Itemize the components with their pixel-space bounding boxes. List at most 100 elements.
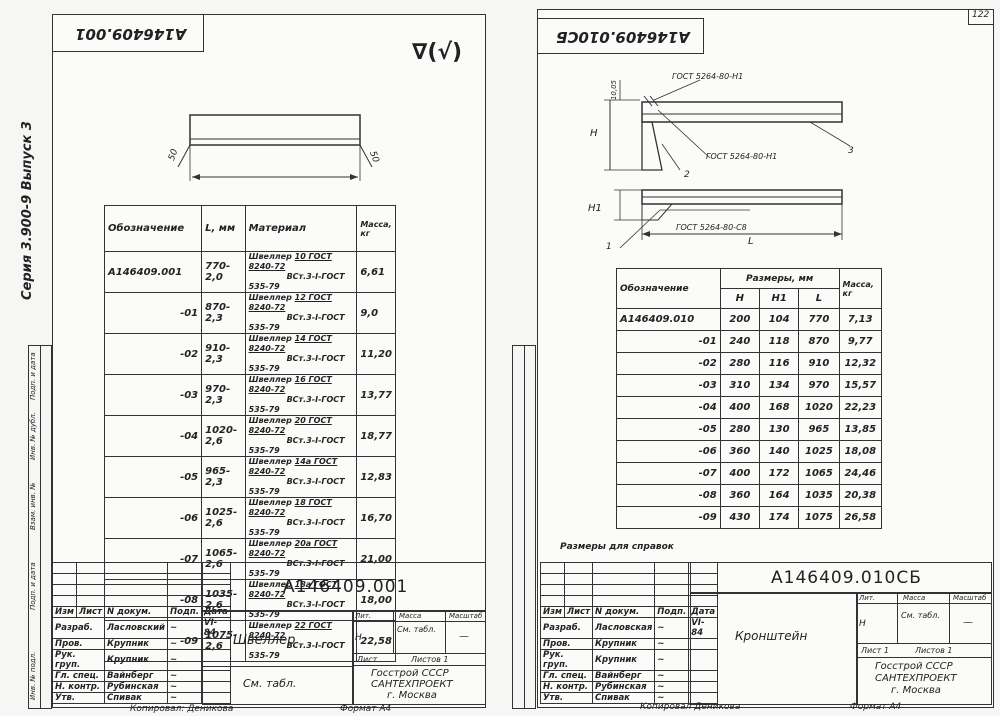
pos-label-1: 1 [606,242,612,252]
row-h: 430 [719,506,761,529]
row-l: 965 [798,418,840,441]
left-tb-org-3: г. Москва [387,690,437,701]
signature: ~ [654,670,690,682]
row-code: -04 [103,415,203,457]
right-tb-scale-label: Масштаб [953,594,987,602]
material-bottom: ВСт.3-I-ГОСТ 535-79 [248,559,345,578]
left-titleblock: Изм Лист N докум. Подп. Дата Разраб.Ласл… [51,562,486,706]
person-name: Рубинская [591,681,656,693]
material-top: 14а ГОСТ 8240-72 [248,457,338,476]
left-tb-sheets: Листов 1 [411,655,449,664]
reference-note: Размеры для справок [560,542,674,552]
signature: ~ [167,638,202,650]
row-code: -03 [103,374,203,416]
col-header-material: Материал [244,205,358,252]
row-mass: 21,00 [356,538,396,580]
right-tb-name: Кронштейн [735,629,808,643]
row-l: 1075 [798,506,840,529]
row-mass: 12,83 [356,456,396,498]
right-tb-org-1: Госстрой СССР [875,661,953,672]
row-code: А146409.001 [103,251,203,293]
row-code: -02 [103,333,203,375]
col-header-sizes: Размеры, мм [719,268,840,289]
material-name: Швеллер [248,498,292,507]
material-top: 18 ГОСТ 8240-72 [248,498,332,517]
row-mass: 12,32 [838,352,883,375]
row-mass: 18,00 [356,579,396,621]
signature: ~ [654,681,690,693]
material-name: Швеллер [248,293,292,302]
row-mass: 18,77 [356,415,396,457]
row-l: 870 [798,330,840,353]
material-name: Швеллер [248,580,292,589]
right-tb-org-2: САНТЕХПРОЕКТ [875,673,957,684]
person-name: Спивак [591,692,656,704]
left-side-stamp-label-1: Инв. № подл. [29,651,37,700]
signature-row: Рук. груп.Крупник~ [540,649,719,671]
row-h: 200 [719,308,761,331]
signature-row: Н. контр.Рубинская~ [52,681,231,693]
row-l: 1065 [798,462,840,485]
material-name: Швеллер [248,375,292,384]
row-length: 970-2,3 [201,374,246,416]
right-tb-lit-value: Н [859,619,866,629]
material-bottom: ВСт.3-I-ГОСТ 535-79 [248,272,345,291]
row-h: 400 [719,396,761,419]
col-header-mass: Масса, кг [838,268,883,309]
role: Н. контр. [540,681,593,693]
material-bottom: ВСт.3-I-ГОСТ 535-79 [248,436,345,455]
signature-row: Пров.Крупник~ [540,638,719,650]
row-code: -01 [103,292,203,334]
row-h1: 104 [758,308,800,331]
person-name: Крупник [591,649,656,671]
col-header-l: L [798,288,840,309]
col-header-h: Н [719,288,761,309]
col-header-code: Обозначение [103,205,203,252]
row-length: 910-2,3 [201,333,246,375]
row-h: 240 [719,330,761,353]
material-bottom: ВСт.3-I-ГОСТ 535-79 [248,477,345,496]
left-tb-scale-label: Масштаб [449,612,483,620]
material-top: 18а ГОСТ 8240-72 [248,580,338,599]
row-mass: 16,70 [356,497,396,539]
row-length: 1025-2,6 [201,497,246,539]
role: Рук. груп. [52,649,105,671]
row-l: 970 [798,374,840,397]
row-h: 310 [719,374,761,397]
right-tb-org-3: г. Москва [891,685,941,696]
row-code: -01 [616,330,721,353]
person-name: Крупник [104,649,168,671]
row-code: А146409.010 [616,308,721,331]
row-h1: 168 [758,396,800,419]
material-name: Швеллер [248,621,292,630]
right-tb-lit: Лит. [859,594,876,602]
role: Гл. спец. [540,670,593,682]
col-header-h1: Н1 [758,288,800,309]
left-tb-mass-value: См. табл. [397,625,436,634]
right-tb-mass-value: См. табл. [901,611,940,620]
left-tb-mass-label: Масса [399,612,422,620]
left-tb-lit-value: Н [355,633,362,643]
left-side-stamp [28,345,52,709]
left-copied: Копировал: Деникова [130,704,234,714]
left-tb-org-1: Госстрой СССР [371,668,449,679]
signature-row: Рук. груп.Крупник~ [52,649,231,671]
row-h: 360 [719,484,761,507]
row-code: -09 [616,506,721,529]
row-l: 770 [798,308,840,331]
gost-label-2: ГОСТ 5264-80-Н1 [706,152,778,161]
left-side-stamp-label-5: Подп. и дата [29,352,37,400]
